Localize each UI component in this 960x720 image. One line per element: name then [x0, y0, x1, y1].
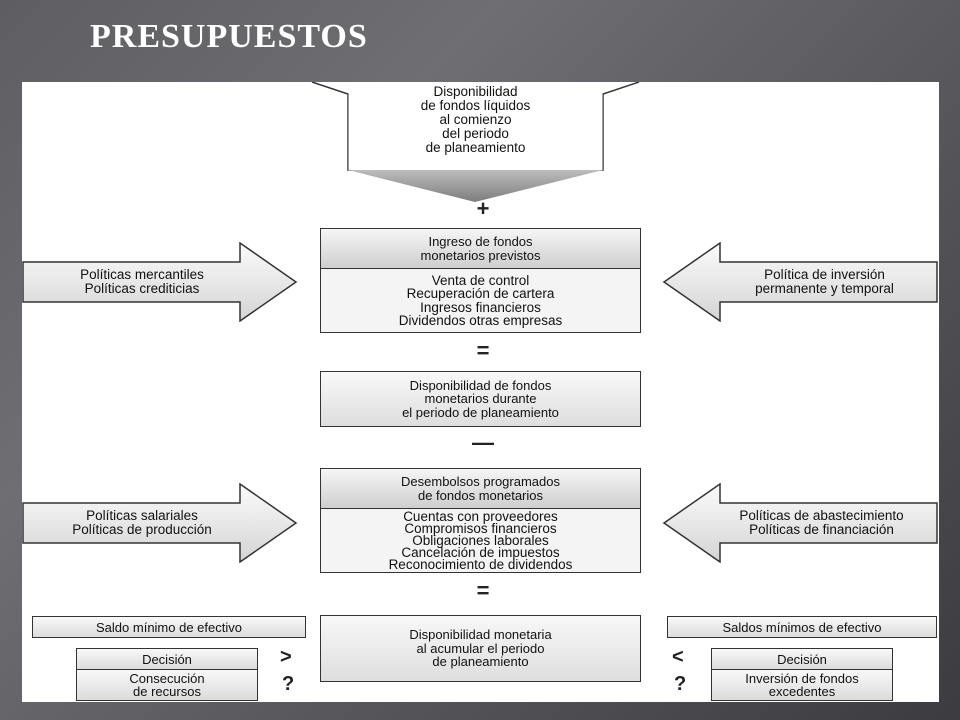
income-item: Recuperación de cartera [406, 286, 555, 301]
right-arrow-investment: Política de inversión permanente y tempo… [662, 242, 939, 322]
top-box-line: de fondos líquidos [420, 98, 531, 113]
less-than-sign: < [672, 646, 684, 668]
income-header-line: monetarios previstos [420, 247, 541, 263]
plus-operator: + [476, 196, 490, 221]
min-cash-box-left: Saldo mínimo de efectivo [32, 616, 306, 638]
arrow-line: Políticas de financiación [749, 522, 894, 537]
slide-title: PRESUPUESTOS [90, 18, 368, 55]
disbursement-box-header: Desembolsos programados de fondos moneta… [321, 469, 640, 509]
top-box-line: del periodo [442, 126, 509, 141]
result-box-left: Consecución de recursos [76, 669, 258, 701]
availability-box-text: Disponibilidad de fondos monetarios dura… [321, 372, 640, 426]
equals-operator: = [476, 338, 490, 363]
left-arrow-2-text: Políticas salariales Políticas de produc… [32, 509, 252, 537]
top-box-line: de planeamiento [425, 140, 526, 155]
question-mark-left: ? [282, 673, 295, 695]
income-item: Ingresos financieros [420, 299, 541, 315]
income-item: Venta de control [431, 272, 530, 288]
decision-box-left: Decisión [76, 648, 258, 671]
result-line: excedentes [768, 684, 836, 699]
arrow-line: Políticas de abastecimiento [739, 508, 904, 523]
income-box-items: Venta de control Recuperación de cartera… [321, 269, 640, 332]
arrow-line: Políticas mercantiles [80, 267, 204, 282]
result-line: de recursos [133, 684, 201, 699]
left-arrow-salary: Políticas salariales Políticas de produc… [22, 483, 298, 563]
disbursement-box: Desembolsos programados de fondos moneta… [320, 468, 641, 573]
left-arrow-mercantile: Políticas mercantiles Políticas creditic… [22, 242, 298, 322]
income-item: Dividendos otras empresas [398, 313, 563, 328]
availability-line: el periodo de planeamiento [402, 404, 559, 420]
disbursement-item: Reconocimiento de dividendos [388, 556, 573, 572]
top-box-text: Disponibilidad de fondos líquidos al com… [348, 85, 603, 155]
disbursement-header-line: Desembolsos programados [401, 474, 560, 489]
income-header-line: Ingreso de fondos [428, 234, 533, 249]
top-box-line: al comienzo [439, 112, 512, 127]
arrow-line: Política de inversión [764, 267, 885, 282]
availability-line: Disponibilidad de fondos [409, 377, 552, 393]
greater-than-sign: > [280, 646, 292, 668]
disbursement-item: Obligaciones laborales [412, 532, 549, 548]
arrow-line: Políticas de producción [72, 522, 212, 537]
final-line: Disponibilidad monetaria [409, 627, 552, 643]
disbursement-header-line: de fondos monetarios [417, 487, 544, 503]
disbursement-item: Compromisos financieros [404, 520, 557, 536]
result-line: Inversión de fondos [745, 671, 859, 686]
disbursement-item: Cuentas con proveedores [403, 508, 558, 524]
availability-line: monetarios durante [424, 391, 537, 407]
availability-box: Disponibilidad de fondos monetarios dura… [320, 371, 641, 427]
disbursement-item: Cancelación de impuestos [401, 544, 560, 560]
minus-operator: — [472, 430, 494, 455]
result-box-right: Inversión de fondos excedentes [711, 669, 893, 701]
top-funnel-shape [311, 82, 640, 202]
right-arrow-1-text: Política de inversión permanente y tempo… [712, 268, 937, 296]
disbursement-box-items: Cuentas con proveedores Compromisos fina… [321, 509, 640, 572]
equals-operator: = [476, 578, 490, 603]
arrow-line: permanente y temporal [755, 281, 894, 296]
arrow-line: Políticas salariales [86, 508, 198, 523]
left-arrow-1-text: Políticas mercantiles Políticas creditic… [32, 268, 252, 296]
right-arrow-2-text: Políticas de abastecimiento Políticas de… [704, 509, 939, 537]
min-cash-box-right: Saldos mínimos de efectivo [667, 616, 937, 638]
final-availability-box: Disponibilidad monetaria al acumular el … [320, 615, 641, 682]
diagram-panel: Disponibilidad de fondos líquidos al com… [22, 82, 939, 702]
decision-box-right: Decisión [711, 648, 893, 671]
top-box-line: Disponibilidad [433, 84, 518, 99]
final-line: al acumular el periodo [416, 640, 545, 656]
arrow-line: Políticas crediticias [84, 281, 200, 296]
income-box-header: Ingreso de fondos monetarios previstos [321, 229, 640, 269]
right-arrow-supply: Políticas de abastecimiento Políticas de… [662, 483, 939, 563]
final-line: de planeamiento [432, 654, 529, 670]
question-mark-right: ? [674, 673, 687, 695]
result-line: Consecución [129, 671, 205, 686]
final-box-text: Disponibilidad monetaria al acumular el … [321, 616, 640, 681]
income-box: Ingreso de fondos monetarios previstos V… [320, 228, 641, 333]
